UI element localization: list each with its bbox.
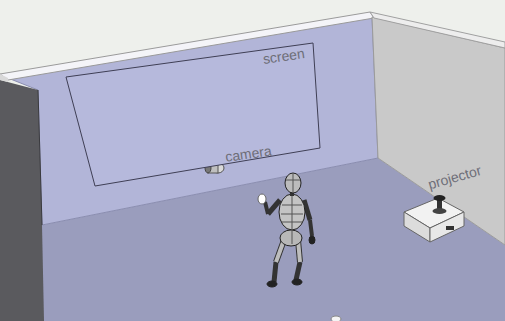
projection-screen: screen — [64, 40, 326, 190]
floor-object — [331, 316, 341, 321]
mannequin-figure — [258, 173, 315, 287]
projector-object — [404, 195, 464, 242]
